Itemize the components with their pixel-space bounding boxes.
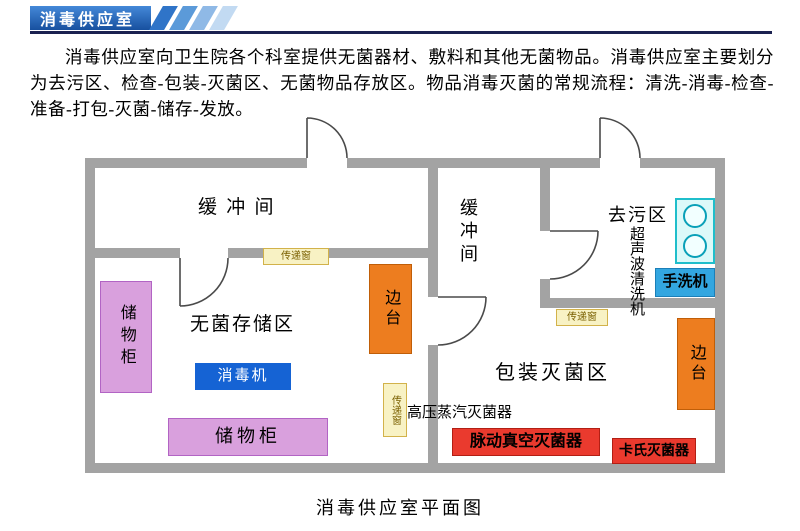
cassette-sterilizer: 卡氏灭菌器 [612,438,696,464]
basin-circle-icon [683,234,707,258]
page-header: 消毒供应室 [30,6,238,30]
pass-through-window-mid: 传递窗 [383,383,407,437]
floor-plan: 缓 冲 间 缓冲间 去污区 无菌存储区 包装灭菌区 储物柜 消毒机 储物柜 边台… [85,113,725,473]
room-label-buffer-right: 缓冲间 [458,198,478,267]
door-arc [306,117,348,159]
disinfector-machine: 消毒机 [195,363,291,390]
room-label-decontamination: 去污区 [608,205,668,225]
storage-cabinet-left: 储物柜 [100,281,152,393]
side-table-right: 边台 [677,318,715,410]
side-table-left: 边台 [369,264,412,354]
ultrasonic-cleaner-box [675,198,715,264]
hand-washer: 手洗机 [655,268,715,297]
header-divider [30,31,772,34]
intro-paragraph: 消毒供应室向卫生院各个科室提供无菌器材、敷料和其他无菌物品。消毒供应室主要划分为… [30,47,774,119]
pass-through-window-right: 传递窗 [556,309,608,326]
pass-through-window-left: 传递窗 [263,248,329,265]
ultrasonic-cleaner-label: 超声波清洗机 [628,226,645,316]
storage-cabinet-bottom: 储物柜 [168,418,328,456]
door-arc [599,117,641,159]
autoclave-label: 高压蒸汽灭菌器 [407,404,513,421]
room-label-sterile-storage: 无菌存储区 [190,314,296,335]
page-title: 消毒供应室 [30,6,152,30]
plan-caption: 消毒供应室平面图 [316,498,484,518]
room-label-packaging: 包装灭菌区 [495,362,610,384]
basin-circle-icon [683,204,707,228]
pulse-vacuum-sterilizer: 脉动真空灭菌器 [452,428,600,456]
room-label-buffer-left: 缓 冲 间 [198,197,276,218]
door-arc [549,230,599,280]
door-arc [179,257,229,307]
door-swing-arcs [179,117,641,346]
door-arc [437,296,487,346]
